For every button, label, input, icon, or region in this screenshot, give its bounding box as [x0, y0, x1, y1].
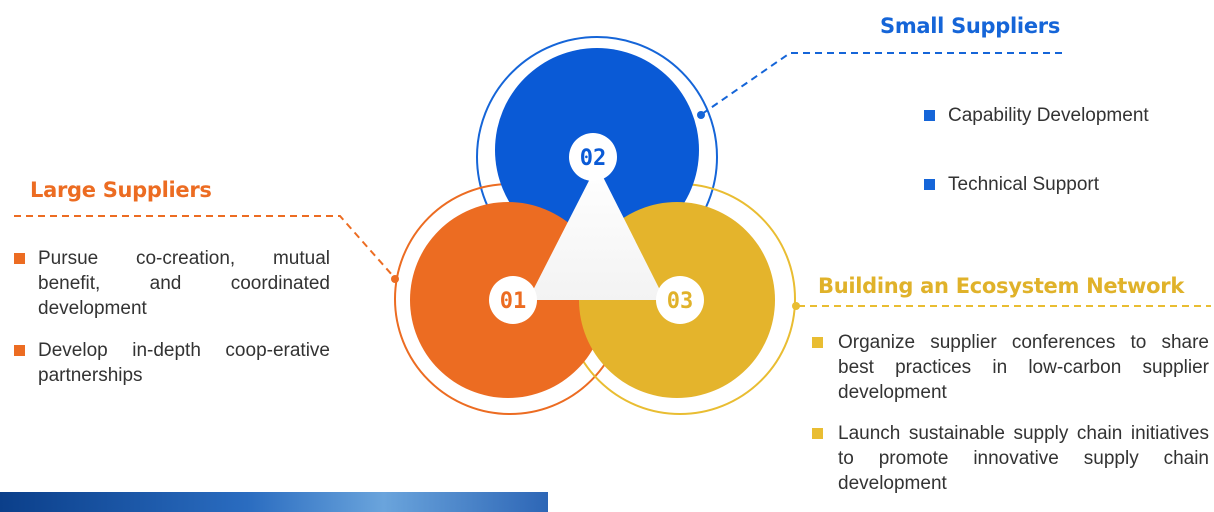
- connector-dot-large: [391, 275, 399, 283]
- list-item: Develop in-depth coop-erative partnershi…: [14, 338, 330, 388]
- badge-01: [489, 276, 537, 324]
- list-item-text: Launch sustainable supply chain initiati…: [838, 423, 1209, 494]
- list-item: Organize supplier conferences to share b…: [812, 330, 1209, 405]
- list-ecosystem-network: Organize supplier conferences to share b…: [812, 330, 1209, 496]
- number-03: 03: [667, 289, 694, 314]
- list-item: Technical Support: [924, 172, 1209, 197]
- heading-large-suppliers: Large Suppliers: [30, 178, 212, 202]
- bullet-square-icon: [14, 253, 25, 264]
- bullet-square-icon: [812, 428, 823, 439]
- number-01: 01: [500, 289, 527, 314]
- list-item-text: Capability Development: [948, 105, 1149, 126]
- list-item-text: Develop in-depth coop-erative partnershi…: [38, 340, 330, 386]
- bullet-square-icon: [14, 345, 25, 356]
- list-small-suppliers: Capability Development Technical Support: [924, 103, 1209, 197]
- decorative-photo-strip: [0, 492, 548, 512]
- connector-dot-eco: [792, 302, 800, 310]
- list-large-suppliers: Pursue co-creation, mutual benefit, and …: [14, 246, 330, 388]
- list-item-text: Pursue co-creation, mutual benefit, and …: [38, 248, 330, 319]
- list-item: Capability Development: [924, 103, 1209, 128]
- list-item: Pursue co-creation, mutual benefit, and …: [14, 246, 330, 321]
- list-item-text: Organize supplier conferences to share b…: [838, 332, 1209, 403]
- badge-03: [656, 276, 704, 324]
- bullet-square-icon: [924, 179, 935, 190]
- connector-dot-small: [697, 111, 705, 119]
- bullet-square-icon: [924, 110, 935, 121]
- number-02: 02: [580, 146, 607, 171]
- connector-large: [14, 215, 394, 277]
- list-item-text: Technical Support: [948, 174, 1100, 195]
- center-triangle: [528, 165, 665, 300]
- heading-ecosystem-network: Building an Ecosystem Network: [818, 274, 1184, 298]
- badge-02: [569, 133, 617, 181]
- bullet-square-icon: [812, 337, 823, 348]
- list-item: Launch sustainable supply chain initiati…: [812, 421, 1209, 496]
- connector-small: [701, 52, 1062, 115]
- heading-small-suppliers: Small Suppliers: [880, 14, 1061, 38]
